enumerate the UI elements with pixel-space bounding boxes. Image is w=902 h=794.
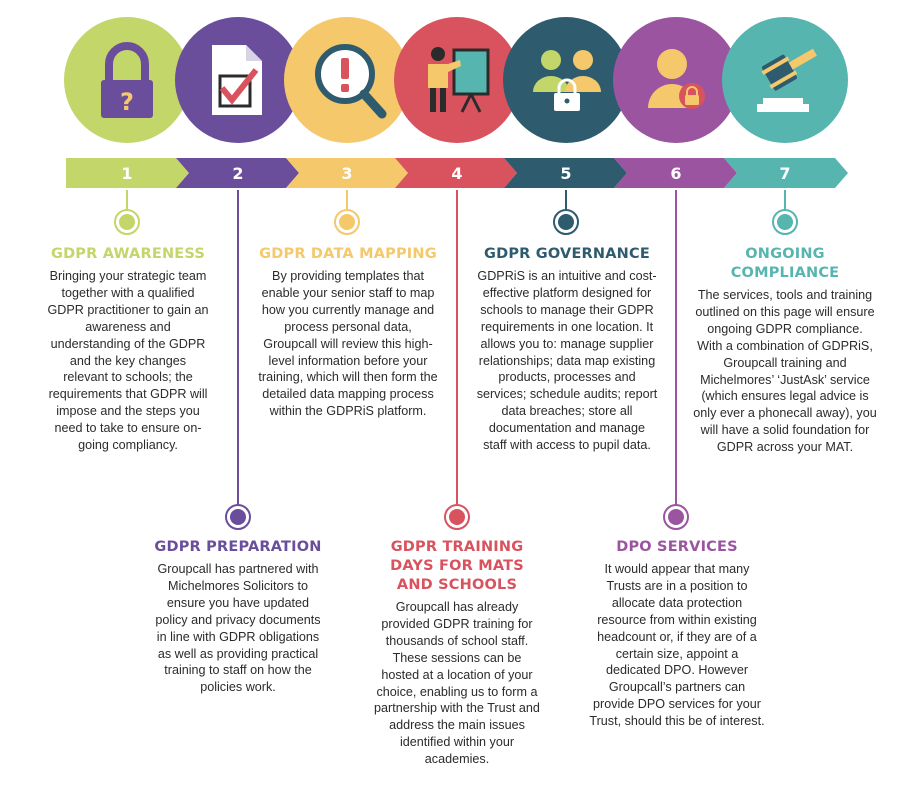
step-5-description: GDPRiS is an intuitive and cost-effectiv… [476, 269, 658, 453]
arrow-segment-4 [395, 158, 517, 188]
step-7-description: The services, tools and training outline… [693, 288, 877, 455]
arrow-segment-6 [614, 158, 737, 188]
timeline-dot-2 [225, 504, 251, 530]
step-6-title: DPO SERVICES [616, 539, 738, 555]
timeline-dot-5 [553, 209, 579, 235]
arrow-segment-2 [176, 158, 299, 188]
icon-circle-6 [613, 17, 739, 143]
timeline-dot-7 [772, 209, 798, 235]
magnifier-alert-icon [315, 44, 387, 119]
arrow-segment-3 [286, 158, 408, 188]
step-5-block: GDPR GOVERNANCE GDPRiS is an intuitive a… [476, 245, 658, 454]
step-6-block: DPO SERVICES It would appear that many T… [588, 538, 766, 730]
step-number-5: 5 [560, 164, 571, 183]
step-number-4: 4 [451, 164, 462, 183]
svg-text:?: ? [120, 88, 134, 116]
step-1-block: GDPR AWARENESS Bringing your strategic t… [47, 245, 209, 454]
step-4-title: GDPR TRAINING DAYS FOR MATS AND SCHOOLS [390, 539, 524, 593]
step-number-3: 3 [341, 164, 352, 183]
step-number-1: 1 [121, 164, 132, 183]
step-7-title: ONGOING COMPLIANCE [730, 246, 840, 281]
connectors [114, 190, 798, 530]
users-lock-icon [533, 50, 601, 111]
step-1-description: Bringing your strategic team together wi… [47, 269, 209, 453]
step-5-title: GDPR GOVERNANCE [484, 246, 650, 262]
step-3-block: GDPR DATA MAPPING By providing templates… [258, 245, 438, 420]
step-7-block: ONGOING COMPLIANCE The services, tools a… [693, 245, 877, 456]
padlock-question-icon: ? [101, 42, 153, 118]
step-4-description: Groupcall has already provided GDPR trai… [374, 600, 540, 767]
timeline-dot-1 [114, 209, 140, 235]
step-2-block: GDPR PREPARATION Groupcall has partnered… [152, 538, 324, 696]
step-1-title: GDPR AWARENESS [50, 246, 206, 262]
user-lock-icon [648, 49, 705, 109]
timeline-dot-6 [663, 504, 689, 530]
document-checkbox-icon [212, 45, 262, 115]
step-number-7: 7 [779, 164, 790, 183]
step-2-title: GDPR PREPARATION [154, 539, 322, 555]
step-6-description: It would appear that many Trusts are in … [589, 562, 765, 729]
gavel-icon [757, 48, 817, 112]
arrow-segment-5 [504, 158, 627, 188]
timeline-dot-4 [444, 504, 470, 530]
timeline-dot-3 [334, 209, 360, 235]
timeline-arrow: 1 2 3 4 5 6 7 [66, 158, 848, 188]
step-number-2: 2 [232, 164, 243, 183]
step-2-description: Groupcall has partnered with Michelmores… [155, 562, 321, 695]
step-4-block: GDPR TRAINING DAYS FOR MATS AND SCHOOLS … [372, 538, 542, 768]
arrow-segment-7 [724, 158, 848, 188]
presenter-board-icon [428, 47, 490, 113]
step-number-6: 6 [670, 164, 681, 183]
arrow-segment-1 [66, 158, 189, 188]
step-3-title: GDPR DATA MAPPING [259, 246, 437, 262]
step-3-description: By providing templates that enable your … [258, 269, 438, 419]
